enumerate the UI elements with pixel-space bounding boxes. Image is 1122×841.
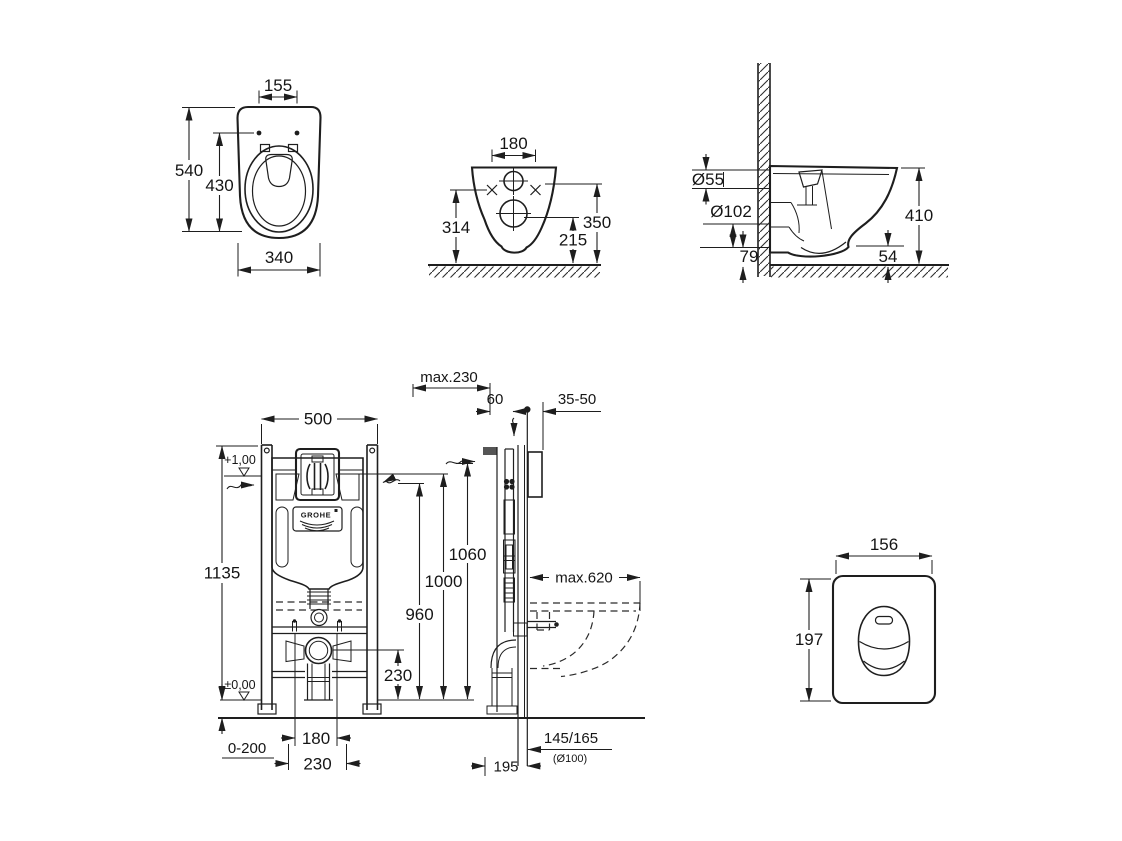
dim-inlet-diameter: Ø55	[692, 170, 724, 189]
flush-actuator-housing	[294, 447, 341, 502]
level-mark-zero: ±0,00	[224, 678, 255, 692]
dim-plate-width-156: 156	[870, 535, 898, 554]
crossbar-end	[513, 622, 528, 637]
bowl-top-dimensions: 155 540 430 340	[170, 76, 321, 277]
rail-hole-left	[263, 447, 270, 454]
frame-side-view: max.230 60 35-50 max.620 195 145/165 (Ø1…	[412, 369, 641, 776]
dim-frame-height-1135: 1135	[204, 564, 241, 583]
wall-bracket	[483, 447, 497, 455]
level-triangle-floor	[238, 691, 250, 701]
dim-max-230: max.230	[420, 369, 478, 386]
dim-bottom-clearance: 54	[879, 247, 898, 266]
fixing-star-right	[530, 184, 541, 196]
supply-arrow-left	[226, 481, 255, 490]
dim-430: 430	[205, 176, 233, 195]
dim-1060: 1060	[449, 545, 487, 564]
registered-mark	[334, 509, 338, 512]
wall-fixing-arrow	[445, 458, 476, 465]
dim-340: 340	[265, 248, 293, 267]
flush-plate-dimensions: 156 197	[788, 535, 933, 702]
frame-front-view: GROHE	[198, 409, 645, 774]
dim-outlet-pipe-diameter: (Ø100)	[553, 753, 587, 765]
dim-outlet-center-height: 79	[740, 247, 759, 266]
dim-215: 215	[559, 231, 587, 250]
dim-960: 960	[405, 605, 433, 624]
dim-145-165: 145/165	[544, 730, 598, 747]
anchor-clover-symbol	[503, 478, 515, 490]
flush-valve	[798, 169, 823, 188]
dim-bolt-centers-180: 180	[302, 729, 330, 748]
dim-1000: 1000	[425, 572, 463, 591]
frame-front-dimensions: 500 1135 0-200 960 1000 1060 23	[198, 409, 488, 774]
bowl-rear-view: 180 314 350 215	[428, 134, 616, 278]
dim-foot-range: 0-200	[228, 740, 266, 757]
level-marks: +1,00 ±0,00	[220, 453, 262, 701]
level-mark-plus-100: +1,00	[224, 453, 256, 467]
dim-plate-height-197: 197	[795, 630, 823, 649]
dim-180: 180	[499, 134, 527, 153]
dim-314: 314	[442, 218, 470, 237]
brand-plate: GROHE	[292, 506, 343, 532]
level-triangle-top	[238, 467, 250, 477]
drain-base	[486, 705, 518, 715]
bowl-side-dimensions: Ø55 Ø102 79 410 54	[692, 154, 940, 283]
frame-side-dimensions: max.230 60 35-50 max.620 195 145/165 (Ø1…	[412, 369, 641, 776]
frame-rails	[257, 444, 382, 715]
drain-bend	[304, 636, 333, 665]
dim-max-620: max.620	[555, 570, 613, 587]
button-split-curve	[859, 640, 909, 650]
dim-drain-offset-230: 230	[303, 755, 331, 774]
cistern	[271, 457, 364, 611]
drain-elbow-inner	[497, 646, 517, 669]
supply-arrow-right	[382, 473, 401, 484]
bowl-water-area	[265, 153, 293, 188]
seat-fixing-hole-left	[256, 130, 262, 136]
button-lower-edge	[863, 660, 905, 670]
dim-60: 60	[487, 391, 504, 408]
brand-logo-text: GROHE	[301, 511, 332, 520]
flush-pipe-and-drain	[272, 589, 367, 701]
rail-hole-right	[369, 447, 376, 454]
dim-rim-height: 410	[905, 206, 933, 225]
dim-35-50: 35-50	[558, 391, 596, 408]
flush-plate-body	[831, 574, 937, 705]
bowl-rear-dimensions: 180 314 350 215	[438, 134, 616, 264]
flush-plate-view: 156 197	[788, 535, 937, 705]
frame-side-structure	[445, 412, 559, 766]
foot-right	[362, 703, 382, 715]
dashed-bowl-outline	[530, 602, 641, 678]
ground-hatch	[429, 266, 600, 278]
trap-curve	[800, 241, 847, 254]
dim-195: 195	[493, 759, 518, 776]
dim-frame-width-500: 500	[304, 410, 332, 429]
dim-350: 350	[583, 213, 611, 232]
seat-inner-ring	[251, 155, 307, 227]
foot-left	[257, 703, 277, 715]
dim-outlet-diameter: Ø102	[710, 202, 752, 221]
actuator-housing-side	[527, 451, 543, 498]
dim-drain-height-230: 230	[384, 666, 412, 685]
bowl-side-outline	[768, 164, 899, 258]
bowl-top-view: 155 540 430 340	[170, 76, 322, 277]
fixing-star-left	[486, 184, 498, 196]
dim-540: 540	[175, 161, 203, 180]
seat-outer-ring	[244, 145, 314, 233]
dim-155: 155	[264, 76, 292, 95]
flush-stub-end	[554, 622, 559, 627]
supply-arrow-top	[510, 417, 518, 437]
drain-elbow-outer	[490, 639, 517, 669]
small-flush-slot	[874, 615, 894, 625]
bowl-side-view: Ø55 Ø102 79 410 54	[692, 63, 949, 283]
water-supply-arrows	[226, 473, 401, 490]
reference-dot	[524, 406, 531, 413]
flush-button	[857, 605, 911, 677]
seat-fixing-hole-right	[294, 130, 300, 136]
floor-hatch	[771, 266, 948, 278]
bowl-top-outline	[236, 105, 322, 240]
